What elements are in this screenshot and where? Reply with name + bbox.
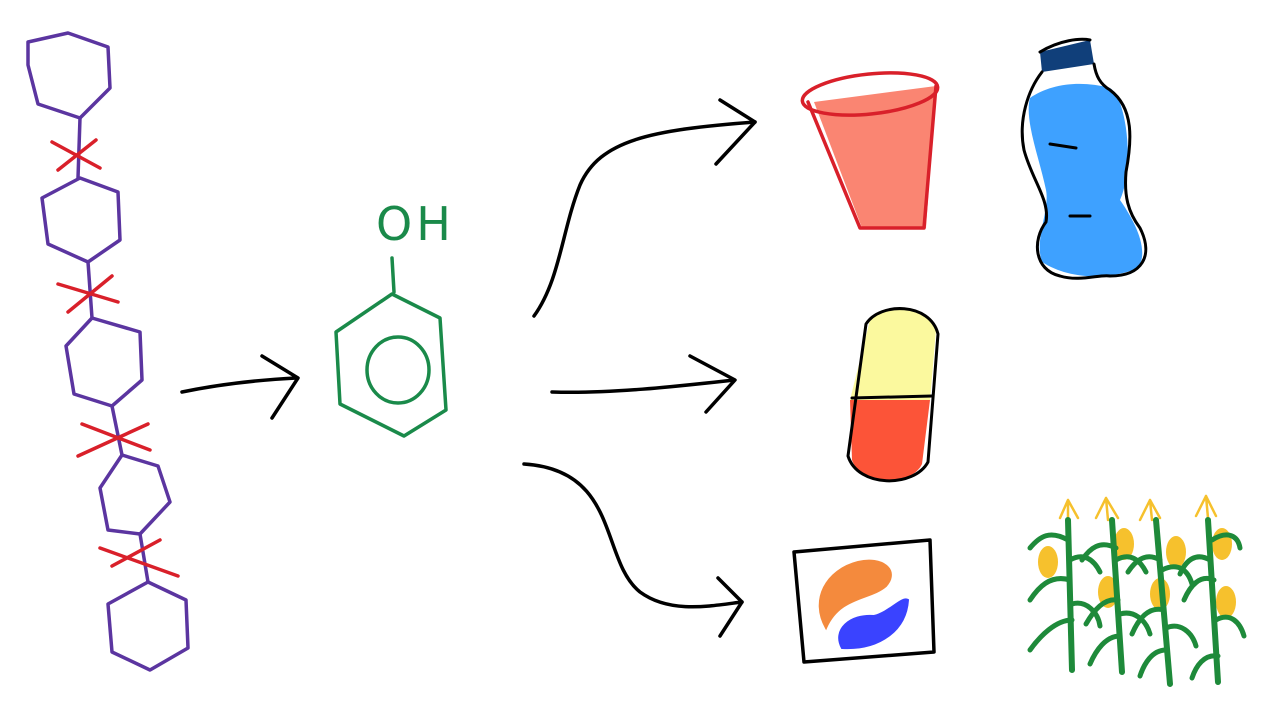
corn-field-icon bbox=[1027, 494, 1247, 687]
arrow-to-cup bbox=[532, 98, 757, 318]
phenol-oh-label: OH bbox=[376, 197, 455, 251]
detergent-pod-icon bbox=[792, 538, 936, 664]
arrow-to-pill bbox=[550, 354, 737, 414]
plastic-cup-icon bbox=[800, 71, 940, 230]
bond-cleavage-marks bbox=[50, 138, 180, 578]
arrow-to-phenol bbox=[180, 354, 300, 420]
lignin-polymer-icon bbox=[26, 31, 190, 672]
water-bottle-icon bbox=[1020, 37, 1148, 280]
arrow-to-pod bbox=[522, 462, 744, 638]
capsule-pill-icon bbox=[846, 307, 940, 483]
phenol-icon: OH bbox=[334, 197, 455, 438]
